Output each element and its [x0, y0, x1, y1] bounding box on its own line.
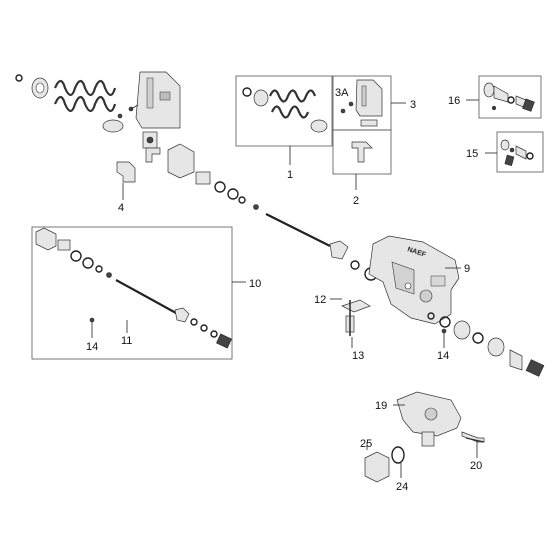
callout-20: 20 — [470, 460, 482, 472]
callout-14-right: 14 — [437, 350, 449, 362]
valve-housing-top — [117, 71, 181, 129]
piston-stem-parts — [142, 131, 161, 163]
group-box-16 — [466, 75, 542, 119]
callout-19: 19 — [375, 400, 387, 412]
group-box-3 — [332, 75, 406, 131]
group-box-2 — [332, 129, 392, 190]
callout-13: 13 — [352, 350, 364, 362]
group-box-15 — [485, 131, 544, 173]
main-valve-body: NAEF — [368, 235, 461, 325]
callout-24: 24 — [396, 481, 408, 493]
right-seal-stack — [427, 312, 545, 377]
callout-9: 9 — [464, 263, 470, 275]
callout-3: 3 — [410, 99, 416, 111]
part-4-clip — [116, 161, 136, 200]
callout-16: 16 — [448, 95, 460, 107]
group-box-1 — [235, 75, 333, 165]
callout-25: 25 — [360, 438, 372, 450]
callout-11: 11 — [121, 335, 132, 347]
main-shaft-line — [167, 143, 378, 281]
callout-1: 1 — [287, 169, 293, 181]
callout-15: 15 — [466, 148, 478, 160]
top-left-spring-assembly — [15, 74, 124, 133]
group-box-10 — [31, 226, 246, 360]
callout-4: 4 — [118, 202, 124, 214]
callout-12: 12 — [314, 294, 326, 306]
callout-10: 10 — [249, 278, 261, 290]
parts-12-13 — [330, 298, 371, 348]
callout-14-left: 14 — [86, 341, 98, 353]
callout-2: 2 — [353, 195, 359, 207]
callout-3a: 3A — [335, 87, 349, 99]
bottom-right-fitting-group — [364, 391, 485, 483]
